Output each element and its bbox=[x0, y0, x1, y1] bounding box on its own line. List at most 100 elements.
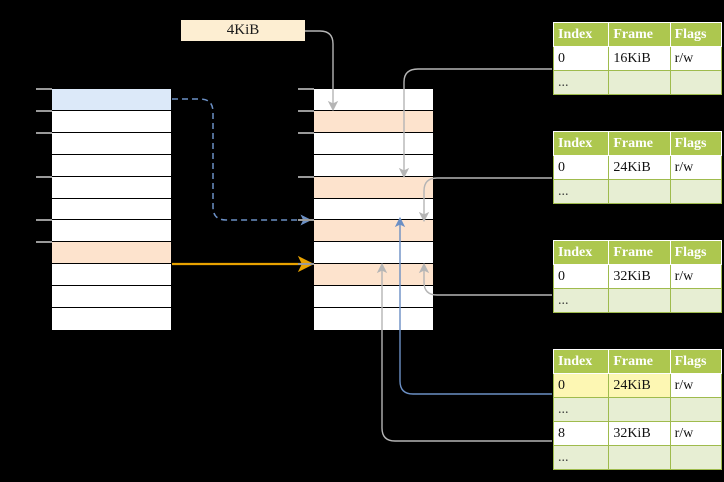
table-cell: r/w bbox=[669, 421, 723, 446]
table-cell: r/w bbox=[669, 46, 723, 71]
column-header-frame: Frame bbox=[608, 240, 671, 265]
table-cell bbox=[608, 70, 671, 95]
column-header-flags: Flags bbox=[669, 22, 723, 47]
table-cell bbox=[669, 397, 723, 422]
page-size-callout: 4KiB bbox=[181, 20, 305, 41]
memory-row bbox=[314, 198, 433, 221]
table-cell: ... bbox=[552, 445, 610, 470]
memory-row bbox=[52, 308, 171, 330]
table-cell bbox=[608, 445, 671, 470]
wire-ptable2-to-physical bbox=[418, 177, 552, 223]
column-header-index: Index bbox=[552, 240, 610, 265]
column-header-index: Index bbox=[552, 131, 610, 156]
table-cell: 32KiB bbox=[608, 264, 671, 289]
column-header-flags: Flags bbox=[669, 240, 723, 265]
row-tick-mark bbox=[298, 88, 314, 90]
table-cell: 8 bbox=[552, 421, 610, 446]
table-row[interactable]: ... bbox=[552, 179, 723, 204]
table-cell: 0 bbox=[552, 264, 610, 289]
table-cell: ... bbox=[552, 70, 610, 95]
memory-row bbox=[314, 176, 433, 199]
row-tick-mark bbox=[36, 88, 52, 90]
row-tick-mark bbox=[36, 175, 52, 178]
table-row[interactable]: ... bbox=[552, 445, 723, 470]
table-cell: 0 bbox=[552, 155, 610, 180]
table-cell: 32KiB bbox=[608, 421, 671, 446]
row-tick-mark bbox=[36, 219, 52, 222]
row-tick-mark bbox=[298, 131, 314, 134]
table-cell: 0 bbox=[552, 373, 610, 398]
row-tick-mark bbox=[36, 241, 52, 244]
table-row[interactable]: ... bbox=[552, 70, 723, 95]
table-cell bbox=[669, 179, 723, 204]
table-cell bbox=[669, 70, 723, 95]
memory-row bbox=[52, 132, 171, 155]
table-cell: 24KiB bbox=[608, 155, 671, 180]
column-header-frame: Frame bbox=[608, 349, 671, 374]
table-row[interactable]: ... bbox=[552, 397, 723, 422]
column-header-flags: Flags bbox=[669, 131, 723, 156]
table-cell bbox=[608, 397, 671, 422]
table-cell: r/w bbox=[669, 264, 723, 289]
table-cell: ... bbox=[552, 288, 610, 313]
wire-ptable3-to-physical bbox=[418, 262, 552, 296]
memory-row bbox=[314, 286, 433, 309]
table-cell: ... bbox=[552, 397, 610, 422]
memory-row bbox=[52, 264, 171, 287]
memory-row bbox=[314, 154, 433, 177]
table-cell: 16KiB bbox=[608, 46, 671, 71]
table-cell bbox=[608, 288, 671, 313]
memory-row bbox=[52, 89, 171, 111]
row-tick-mark bbox=[298, 219, 314, 222]
table-cell bbox=[669, 445, 723, 470]
table-cell bbox=[608, 179, 671, 204]
memory-row bbox=[52, 154, 171, 177]
memory-row bbox=[52, 220, 171, 243]
memory-row bbox=[52, 110, 171, 133]
table-cell: 24KiB bbox=[608, 373, 671, 398]
memory-row bbox=[314, 242, 433, 265]
column-header-index: Index bbox=[552, 349, 610, 374]
table-cell: ... bbox=[552, 179, 610, 204]
memory-row bbox=[314, 89, 433, 111]
memory-row bbox=[52, 286, 171, 309]
virtual-address-space-column bbox=[51, 88, 172, 331]
table-cell: r/w bbox=[669, 373, 723, 398]
wire-virtual-blue-to-physical bbox=[172, 98, 312, 226]
memory-row bbox=[314, 132, 433, 155]
memory-row bbox=[314, 264, 433, 287]
memory-row bbox=[52, 198, 171, 221]
row-tick-mark bbox=[298, 175, 314, 178]
column-header-flags: Flags bbox=[669, 349, 723, 374]
table-cell: 0 bbox=[552, 46, 610, 71]
row-tick-mark bbox=[298, 263, 314, 266]
column-header-index: Index bbox=[552, 22, 610, 47]
table-cell bbox=[669, 288, 723, 313]
memory-row bbox=[314, 110, 433, 133]
row-tick-mark bbox=[36, 109, 52, 112]
column-header-frame: Frame bbox=[608, 22, 671, 47]
row-tick-mark bbox=[298, 109, 314, 112]
table-cell: r/w bbox=[669, 155, 723, 180]
memory-row bbox=[314, 308, 433, 330]
memory-row bbox=[52, 242, 171, 265]
physical-memory-column bbox=[313, 88, 434, 331]
memory-row bbox=[52, 176, 171, 199]
table-row[interactable]: ... bbox=[552, 288, 723, 313]
memory-row bbox=[314, 220, 433, 243]
column-header-frame: Frame bbox=[608, 131, 671, 156]
